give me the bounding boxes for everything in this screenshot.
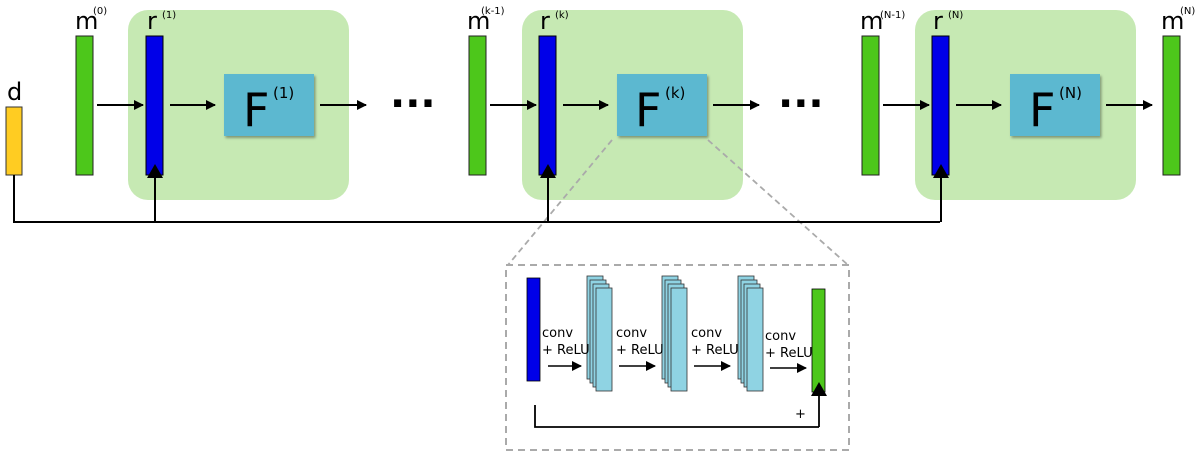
zoom-line-right	[707, 139, 849, 266]
inset-conv-4: conv	[765, 329, 796, 344]
zoom-line-left	[507, 139, 613, 266]
label-rn: r	[933, 7, 943, 35]
sup-fn: (N)	[1059, 84, 1082, 102]
inset-output-bar	[811, 288, 826, 393]
sup-rk: (k)	[555, 10, 569, 21]
ellipsis-1: ···	[390, 81, 436, 127]
ellipsis-2: ···	[778, 81, 824, 127]
feature-stack-1	[586, 275, 613, 392]
inset-relu-4: + ReLU	[765, 346, 813, 361]
label-r1: r	[147, 7, 157, 35]
inset-skip-line	[534, 405, 819, 428]
model-bar-mn1	[861, 35, 880, 176]
model-bar-mk1	[468, 35, 487, 176]
label-mn: m	[1161, 7, 1184, 35]
data-bar-d	[5, 106, 23, 176]
residual-bar-r1	[145, 35, 164, 176]
sup-m0: (0)	[93, 6, 107, 17]
sup-mk1: (k-1)	[481, 6, 505, 17]
sup-r1: (1)	[162, 10, 176, 21]
inset-relu-1: + ReLU	[542, 343, 590, 358]
residual-bar-rn	[931, 35, 950, 176]
label-rk: r	[540, 7, 550, 35]
label-fk: F	[635, 83, 661, 137]
inset-plus-label: +	[795, 407, 806, 422]
label-f1: F	[243, 83, 269, 137]
model-bar-m0	[75, 35, 94, 176]
label-mn1: m	[860, 7, 883, 35]
net-block-fn	[1010, 74, 1100, 136]
feature-stack-3	[737, 275, 764, 392]
sup-fk: (k)	[665, 84, 685, 102]
inset-conv-1: conv	[542, 326, 573, 341]
label-mk1: m	[467, 7, 490, 35]
inset-conv-2: conv	[616, 326, 647, 341]
inset-conv-3: conv	[691, 326, 722, 341]
label-fn: F	[1029, 83, 1055, 137]
sup-mn: (N)	[1180, 6, 1195, 17]
net-block-fk	[617, 74, 707, 136]
sup-mn1: (N-1)	[880, 10, 905, 21]
sup-rn: (N)	[948, 10, 963, 21]
label-d: d	[7, 78, 22, 106]
residual-bar-rk	[538, 35, 557, 176]
inset-input-bar	[526, 277, 541, 382]
label-m0: m	[75, 7, 98, 35]
inset-relu-2: + ReLU	[616, 343, 664, 358]
data-feed-line	[13, 175, 940, 223]
inset-relu-3: + ReLU	[691, 343, 739, 358]
model-bar-mn	[1162, 35, 1181, 176]
feature-stack-2	[661, 275, 688, 392]
sup-f1: (1)	[273, 84, 294, 102]
net-block-f1	[224, 74, 314, 136]
